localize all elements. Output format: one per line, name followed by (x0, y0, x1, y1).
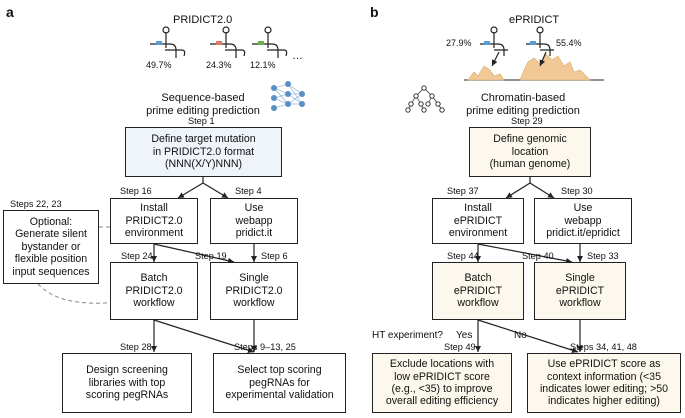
no-label: No (514, 330, 527, 341)
epridict-percentage-1: 27.9% (446, 38, 472, 48)
steps-34-41-48: Steps 34, 41, 48 (570, 342, 637, 352)
step-30: Step 30 (561, 186, 593, 196)
install-epridict-box: Install ePRIDICT environment (432, 198, 524, 244)
step-1: Step 1 (188, 116, 215, 126)
panel-label-b: b (370, 4, 379, 20)
single-epridict-box: Single ePRIDICT workflow (534, 262, 626, 320)
steps-22-23: Steps 22, 23 (10, 199, 62, 209)
pegrna-icons (150, 26, 288, 58)
step-16: Step 16 (120, 186, 152, 196)
decision-tree-icon (405, 85, 445, 113)
define-target-mutation-box: Define target mutation in PRIDICT2.0 for… (125, 127, 282, 177)
step-24: Step 24 (121, 251, 153, 261)
epridict-percentage-2: 55.4% (556, 38, 582, 48)
yes-label: Yes (456, 330, 473, 341)
step-37: Step 37 (447, 186, 479, 196)
batch-epridict-box: Batch ePRIDICT workflow (432, 262, 524, 320)
install-pridict-box: Install PRIDICT2.0 environment (110, 198, 198, 244)
step-4: Step 4 (235, 186, 262, 196)
single-pridict-box: Single PRIDICT2.0 workflow (210, 262, 298, 320)
step-29: Step 29 (511, 116, 543, 126)
define-genomic-location-box: Define genomic location (human genome) (469, 127, 591, 177)
optional-input-box: Optional: Generate silent bystander or f… (3, 210, 99, 284)
select-pegrnas-box: Select top scoring pegRNAs for experimen… (213, 353, 346, 413)
pridict-title: PRIDICT2.0 (173, 14, 233, 26)
epridict-subtitle: Chromatin-based prime editing prediction (466, 92, 580, 117)
design-libraries-box: Design screening libraries with top scor… (62, 353, 192, 413)
neural-network-icon (271, 81, 305, 111)
epridict-title: ePRIDICT (509, 14, 560, 26)
exclude-locations-box: Exclude locations with low ePRIDICT scor… (372, 353, 512, 413)
pridict-subtitle: Sequence-based prime editing prediction (146, 92, 260, 117)
use-epridict-score-box: Use ePRIDICT score as context informatio… (527, 353, 681, 413)
ht-experiment-question: HT experiment? (372, 330, 443, 341)
webapp-epridict-box: Use webapp pridict.it/epridict (534, 198, 632, 244)
step-19: Step 19 (195, 251, 227, 261)
percentage-3: 12.1% (250, 60, 276, 70)
step-28: Step 28 (120, 342, 152, 352)
steps-9-13: Steps 9–13, 25 (234, 342, 296, 352)
step-6: Step 6 (261, 251, 288, 261)
step-40: Step 40 (522, 251, 554, 261)
percentage-1: 49.7% (146, 60, 172, 70)
chromatin-signal-icon (464, 53, 604, 81)
webapp-pridict-box: Use webapp pridict.it (210, 198, 298, 244)
step-49: Step 49 (444, 342, 476, 352)
panel-label-a: a (6, 4, 14, 20)
percentage-2: 24.3% (206, 60, 232, 70)
epridict-pegrna-icons (480, 26, 554, 67)
step-44: Step 44 (447, 251, 479, 261)
batch-pridict-box: Batch PRIDICT2.0 workflow (110, 262, 198, 320)
ellipsis: … (292, 50, 303, 62)
step-33: Step 33 (587, 251, 619, 261)
